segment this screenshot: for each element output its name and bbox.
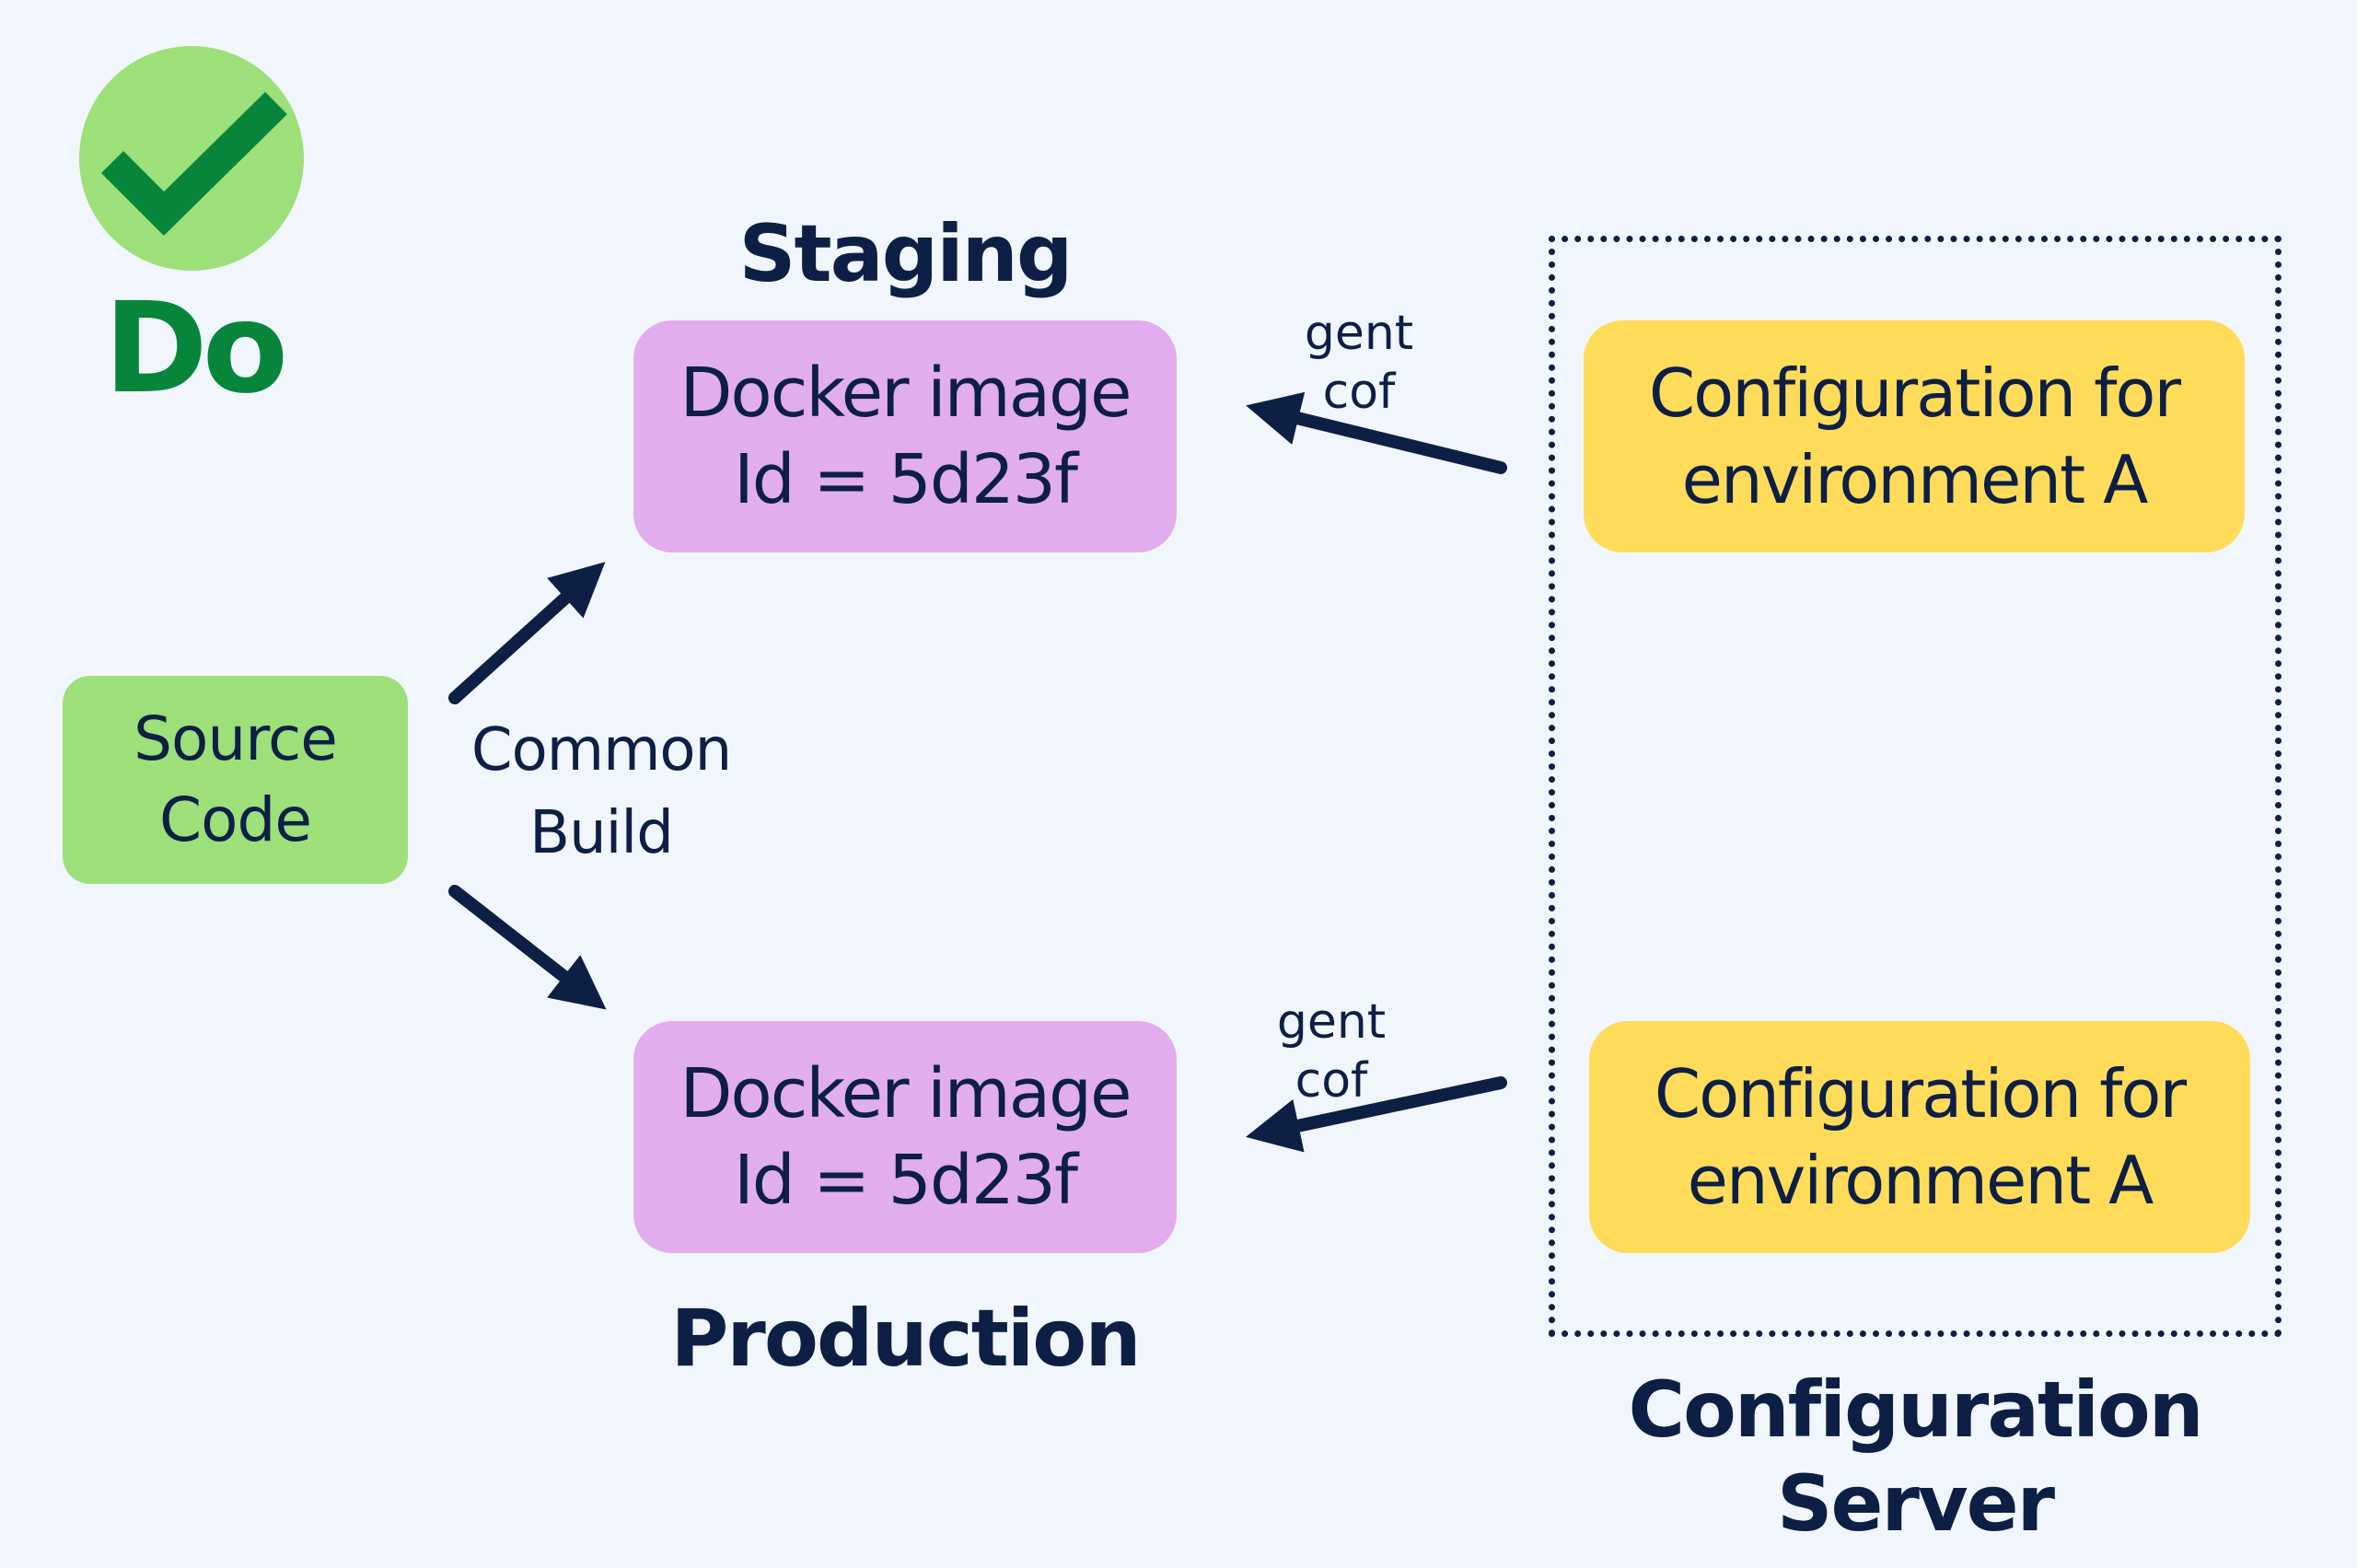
production-agent-config-label: gent cof: [1239, 993, 1423, 1110]
production-config-box: Configuration for environment A: [1589, 1021, 2250, 1253]
staging-agent-line1: gent: [1304, 306, 1414, 361]
production-agent-line2: cof: [1295, 1053, 1368, 1109]
staging-docker-image-box: Docker image Id = 5d23f: [633, 320, 1177, 552]
staging-agent-config-label: gent cof: [1267, 304, 1451, 422]
config-server-heading: Configuration Server: [1549, 1363, 2282, 1551]
production-config-arrow: [1245, 1076, 1507, 1153]
staging-agent-line2: cof: [1322, 365, 1396, 420]
common-build-label: Common Build: [440, 709, 762, 875]
source-code-line1: Source: [134, 703, 338, 774]
staging-docker-line1: Docker image: [679, 354, 1132, 433]
source-code-box: Source Code: [63, 676, 408, 884]
production-heading: Production: [670, 1293, 1141, 1385]
production-docker-line2: Id = 5d23f: [733, 1141, 1078, 1220]
build-to-staging-arrow: [448, 562, 606, 704]
production-docker-image-box: Docker image Id = 5d23f: [633, 1021, 1177, 1253]
staging-config-line2: environment A: [1681, 441, 2149, 518]
config-server-line1: Configuration: [1628, 1365, 2204, 1455]
build-to-production-arrow: [448, 885, 607, 1010]
checkmark-icon: [79, 46, 304, 271]
source-code-line2: Code: [159, 784, 312, 855]
production-docker-line1: Docker image: [679, 1054, 1132, 1133]
staging-heading: Staging: [738, 208, 1074, 300]
staging-config-line1: Configuration for: [1648, 354, 2181, 432]
config-server-frame: [1549, 236, 2282, 1337]
staging-docker-line2: Id = 5d23f: [733, 440, 1078, 519]
production-config-line2: environment A: [1687, 1142, 2154, 1219]
production-agent-line1: gent: [1276, 994, 1387, 1050]
staging-config-box: Configuration for environment A: [1584, 320, 2245, 552]
common-build-line2: Build: [529, 799, 674, 867]
do-label: Do: [103, 276, 288, 422]
staging-config-arrow: [1246, 391, 1507, 474]
config-server-line2: Server: [1776, 1458, 2055, 1549]
production-config-line1: Configuration for: [1654, 1055, 2187, 1132]
common-build-line1: Common: [470, 716, 732, 784]
